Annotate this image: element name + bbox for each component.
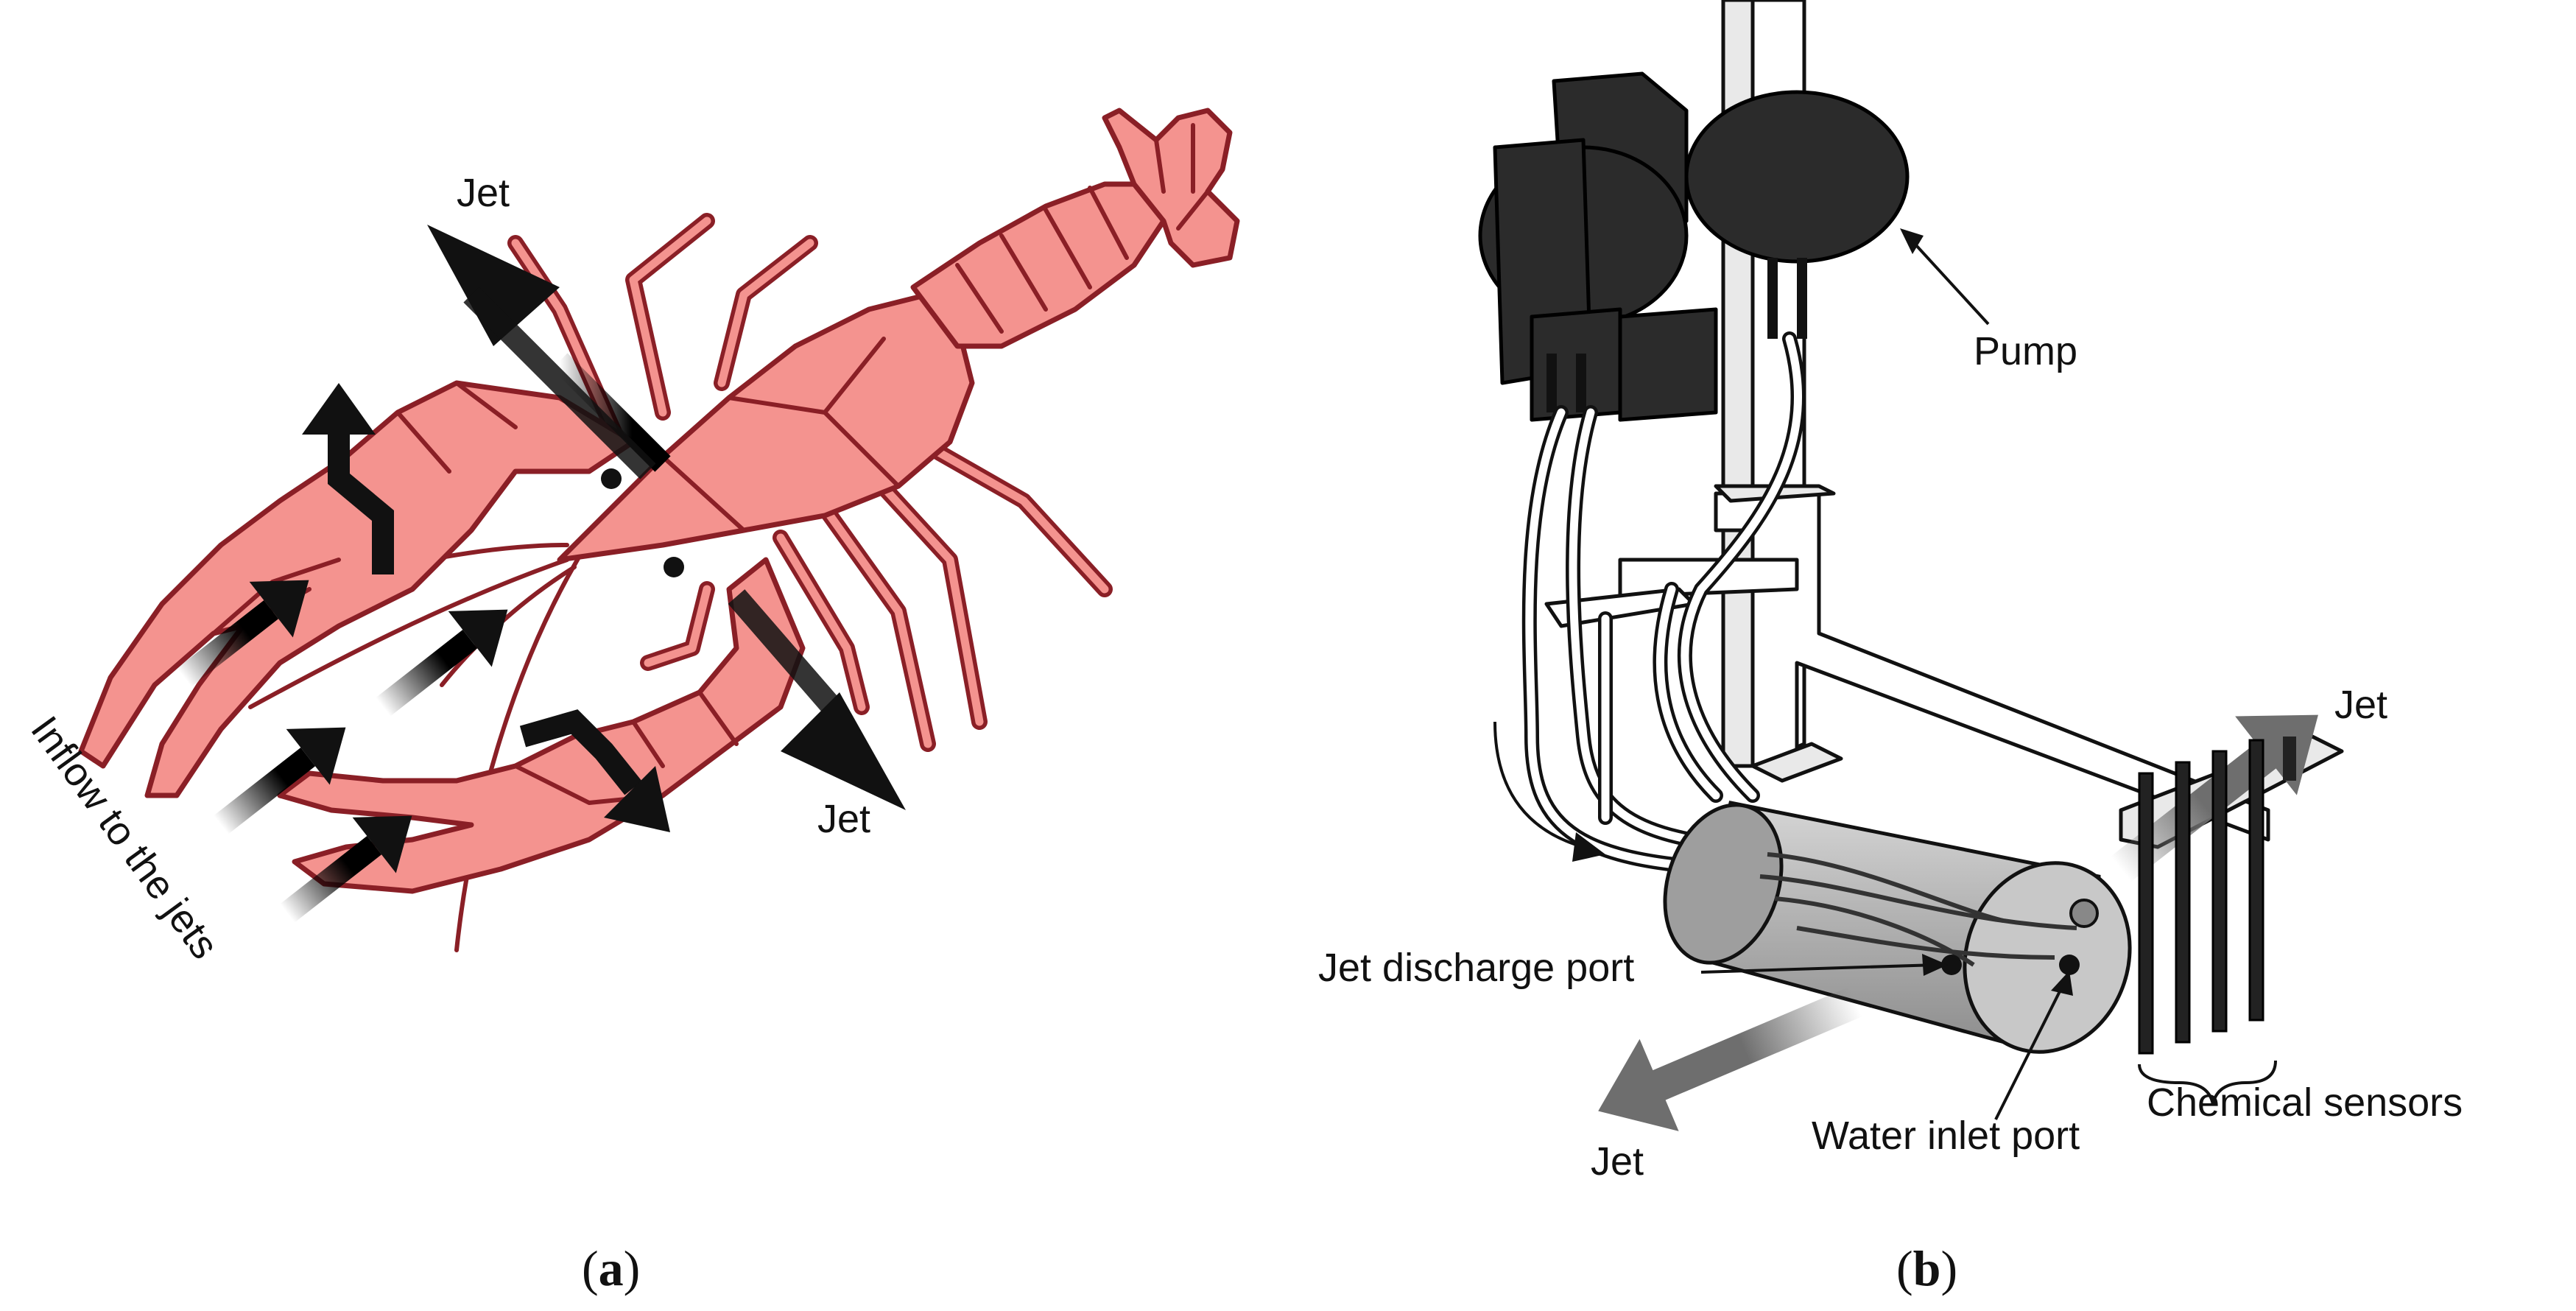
caption-b-letter: b [1913, 1240, 1941, 1296]
label-jet-right-b: Jet [2334, 683, 2387, 727]
jet-discharge-port-marker [1941, 955, 1962, 975]
caption-b: (b) [1896, 1240, 1957, 1296]
jet-arrow-claw-left [302, 383, 394, 574]
tubes [1521, 331, 1806, 876]
label-jet-top: Jet [457, 171, 510, 215]
label-pump: Pump [1974, 329, 2077, 373]
panel-a-crayfish: Jet Jet Inflow to the jets (a) [22, 108, 1240, 1296]
caption-a-letter: a [599, 1240, 624, 1296]
caption-a: (a) [582, 1240, 640, 1296]
leader-water-inlet [1994, 979, 2067, 1120]
jet-arrow-right [728, 589, 906, 810]
label-jet-bottom-b: Jet [1591, 1139, 1644, 1184]
jet-arrow-bottom-b [1598, 986, 1862, 1131]
crayfish-body [557, 108, 1240, 577]
flow-indicator-head [1572, 832, 1605, 862]
caption-b-close: ) [1940, 1240, 1957, 1296]
jet-arrow-top [427, 225, 671, 479]
caption-a-open: ( [582, 1240, 599, 1296]
caption-b-open: ( [1896, 1240, 1913, 1296]
cylinder-body [1663, 801, 2132, 1054]
panel-b-device: Pump Jet Jet discharge port Water inlet … [1318, 0, 2463, 1296]
jet-arrow-claw-right [519, 709, 670, 832]
label-jet-right: Jet [817, 797, 870, 841]
chemical-sensors [2138, 737, 2296, 1106]
label-chemical-sensors: Chemical sensors [2147, 1080, 2463, 1125]
label-water-inlet-port: Water inlet port [1812, 1114, 2080, 1158]
crayfish-legs [507, 213, 1113, 752]
water-inlet-port-marker [2059, 955, 2080, 975]
leader-jet-discharge [1700, 963, 1938, 974]
leader-pump [1906, 234, 1990, 326]
pump [1478, 71, 1910, 422]
inflow-arrows [177, 580, 508, 923]
label-jet-discharge-port: Jet discharge port [1318, 946, 1634, 990]
flow-indicator [1493, 721, 1584, 848]
caption-a-close: ) [624, 1240, 641, 1296]
